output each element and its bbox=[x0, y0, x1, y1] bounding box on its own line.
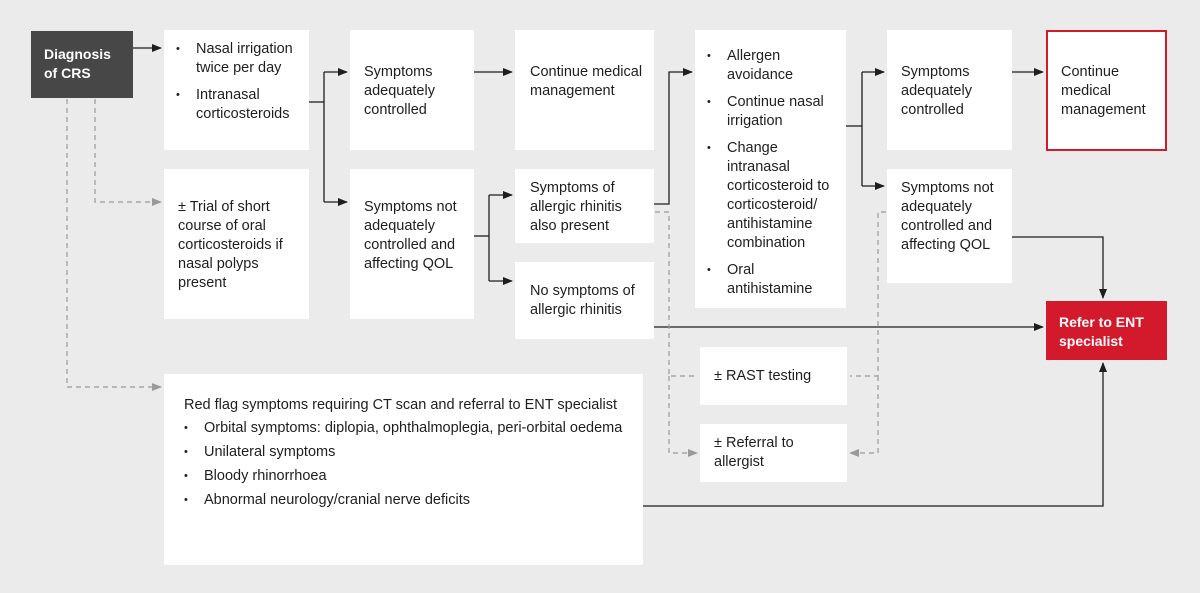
initial-treatment-box: Nasal irrigation twice per day Intranasa… bbox=[164, 30, 309, 150]
arrow-red-flags-to-ent bbox=[643, 362, 1107, 507]
oral-steroid-trial-box: ± Trial of short course of oral corticos… bbox=[164, 169, 309, 319]
allergy-treatment-list: Allergen avoidance Continue nasal irriga… bbox=[707, 47, 840, 299]
continue-management-box-1: Continue medical management bbox=[515, 30, 654, 150]
allergic-rhinitis-present-label: Symptoms of allergic rhinitis also prese… bbox=[530, 180, 622, 234]
initial-treatment-item: Nasal irrigation twice per day bbox=[176, 40, 301, 78]
initial-treatment-item: Intranasal corticosteroids bbox=[176, 86, 301, 124]
allergy-treatment-item: Change intranasal corticosteroid to cort… bbox=[707, 139, 840, 253]
rast-testing-box: ± RAST testing bbox=[700, 347, 847, 405]
arrow-treatment-to-controlled bbox=[861, 72, 884, 186]
allergic-rhinitis-present-box: Symptoms of allergic rhinitis also prese… bbox=[515, 169, 654, 243]
diagnosis-label: Diagnosis of CRS bbox=[44, 46, 111, 81]
dashed-diagnosis-to-red-flags bbox=[66, 99, 162, 391]
initial-treatment-list: Nasal irrigation twice per day Intranasa… bbox=[176, 40, 301, 124]
not-controlled-box-1: Symptoms not adequately controlled and a… bbox=[350, 169, 474, 319]
dashed-not-controlled-to-rast-and-allergist bbox=[850, 211, 886, 453]
red-flags-box: Red flag symptoms requiring CT scan and … bbox=[164, 374, 643, 565]
arrow-initial-to-controlled bbox=[323, 72, 347, 202]
continue-management-label-2: Continue medical management bbox=[1061, 64, 1146, 118]
continue-management-box-2: Continue medical management bbox=[1046, 30, 1167, 151]
ent-referral-box: Refer to ENT specialist bbox=[1046, 301, 1167, 360]
ent-referral-label: Refer to ENT specialist bbox=[1059, 314, 1144, 349]
arrow-ar-present-to-treatment bbox=[653, 68, 693, 205]
dashed-diagnosis-to-oral-steroids bbox=[94, 99, 162, 206]
allergist-referral-label: ± Referral to allergist bbox=[714, 435, 794, 470]
red-flags-list: Orbital symptoms: diplopia, ophthalmople… bbox=[184, 419, 633, 510]
red-flag-item: Unilateral symptoms bbox=[184, 443, 633, 462]
controlled-box-2: Symptoms adequately controlled bbox=[887, 30, 1012, 150]
oral-steroid-trial-label: ± Trial of short course of oral corticos… bbox=[178, 199, 283, 291]
red-flag-item: Abnormal neurology/cranial nerve deficit… bbox=[184, 491, 633, 510]
continue-management-label-1: Continue medical management bbox=[530, 64, 643, 99]
diagnosis-box: Diagnosis of CRS bbox=[31, 31, 133, 98]
rast-testing-label: ± RAST testing bbox=[714, 368, 812, 384]
controlled-label-1: Symptoms adequately controlled bbox=[364, 64, 435, 118]
red-flags-heading: Red flag symptoms requiring CT scan and … bbox=[184, 397, 618, 413]
not-controlled-label-1: Symptoms not adequately controlled and a… bbox=[364, 199, 457, 272]
controlled-label-2: Symptoms adequately controlled bbox=[901, 64, 972, 118]
allergy-treatment-item: Continue nasal irrigation bbox=[707, 93, 840, 131]
no-allergic-rhinitis-label: No symptoms of allergic rhinitis bbox=[530, 283, 635, 318]
dashed-ar-present-to-rast-and-allergist bbox=[655, 211, 697, 453]
allergy-treatment-box: Allergen avoidance Continue nasal irriga… bbox=[695, 30, 846, 308]
red-flag-item: Orbital symptoms: diplopia, ophthalmople… bbox=[184, 419, 633, 438]
controlled-box-1: Symptoms adequately controlled bbox=[350, 30, 474, 150]
allergy-treatment-item: Allergen avoidance bbox=[707, 47, 840, 85]
allergy-treatment-item: Oral antihistamine bbox=[707, 261, 840, 299]
arrow-to-ar-present bbox=[488, 195, 512, 281]
arrow-not-controlled-to-ent bbox=[1012, 236, 1107, 299]
not-controlled-label-2: Symptoms not adequately controlled and a… bbox=[901, 180, 994, 253]
red-flag-item: Bloody rhinorrhoea bbox=[184, 467, 633, 486]
allergist-referral-box: ± Referral to allergist bbox=[700, 424, 847, 482]
no-allergic-rhinitis-box: No symptoms of allergic rhinitis bbox=[515, 262, 654, 339]
not-controlled-box-2: Symptoms not adequately controlled and a… bbox=[887, 169, 1012, 283]
